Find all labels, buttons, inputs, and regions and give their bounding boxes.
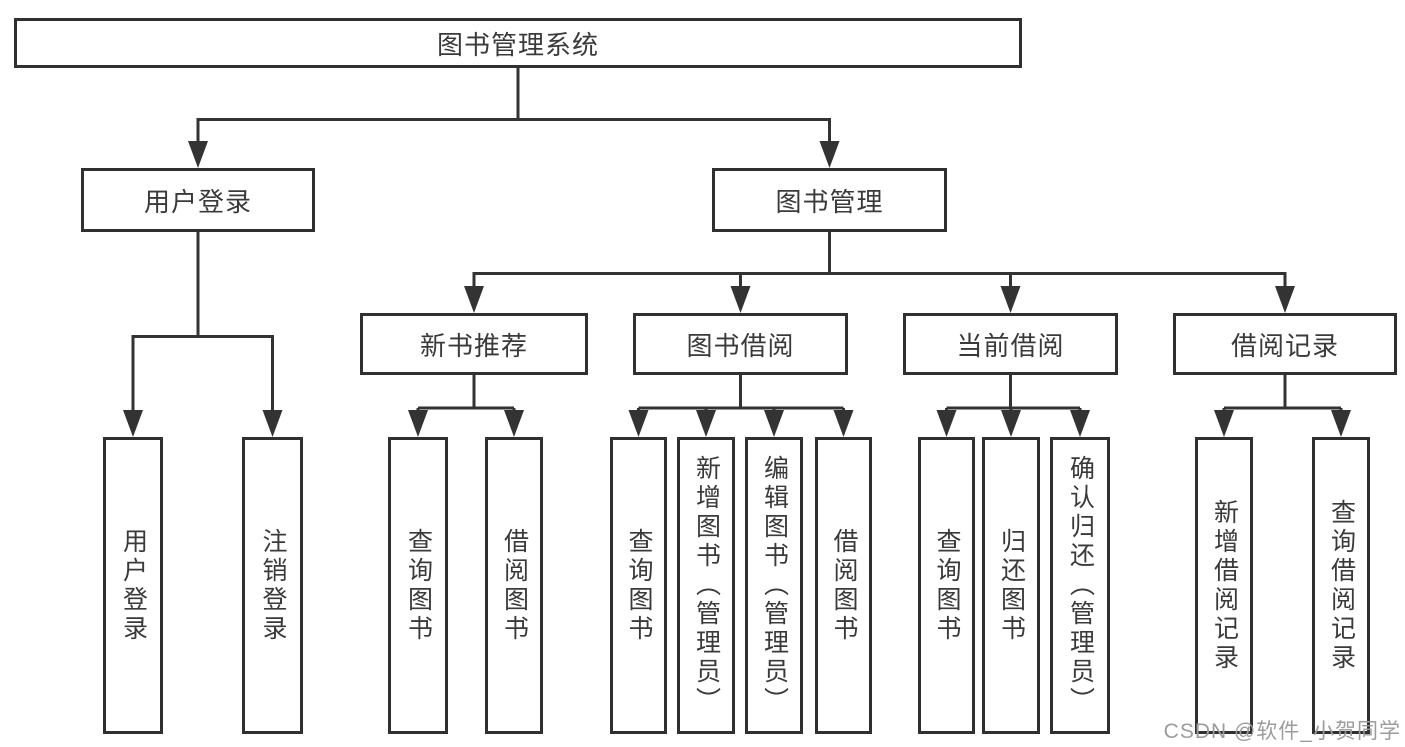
node-new-book-recommend: 新书推荐 [360,313,588,375]
leaf-records-add-record: 新增借阅记录 [1195,437,1253,734]
node-book-management: 图书管理 [712,168,947,232]
node-current-borrow: 当前借阅 [903,313,1118,375]
leaf-current-return-books: 归还图书 [982,437,1040,734]
leaf-user-login: 用户登录 [103,437,163,734]
leaf-borrow-add-books-admin: 新增图书（管理员） [677,437,735,734]
node-root: 图书管理系统 [14,18,1022,68]
leaf-logout: 注销登录 [242,437,303,734]
node-book-borrow: 图书借阅 [633,313,848,375]
leaf-newbook-query-books: 查询图书 [388,437,448,734]
leaf-borrow-query-books: 查询图书 [610,437,667,734]
leaf-records-query-record: 查询借阅记录 [1312,437,1370,734]
csdn-watermark: CSDN @软件_小贺同学 [1163,720,1401,743]
leaf-borrow-edit-books-admin: 编辑图书（管理员） [745,437,803,734]
leaf-borrow-borrow-books: 借阅图书 [815,437,872,734]
leaf-current-query-books: 查询图书 [918,437,975,734]
leaf-current-confirm-return-admin: 确认归还（管理员） [1050,437,1110,734]
leaf-newbook-borrow-books: 借阅图书 [485,437,543,734]
node-user-login: 用户登录 [81,168,315,232]
node-borrow-records: 借阅记录 [1173,313,1397,375]
